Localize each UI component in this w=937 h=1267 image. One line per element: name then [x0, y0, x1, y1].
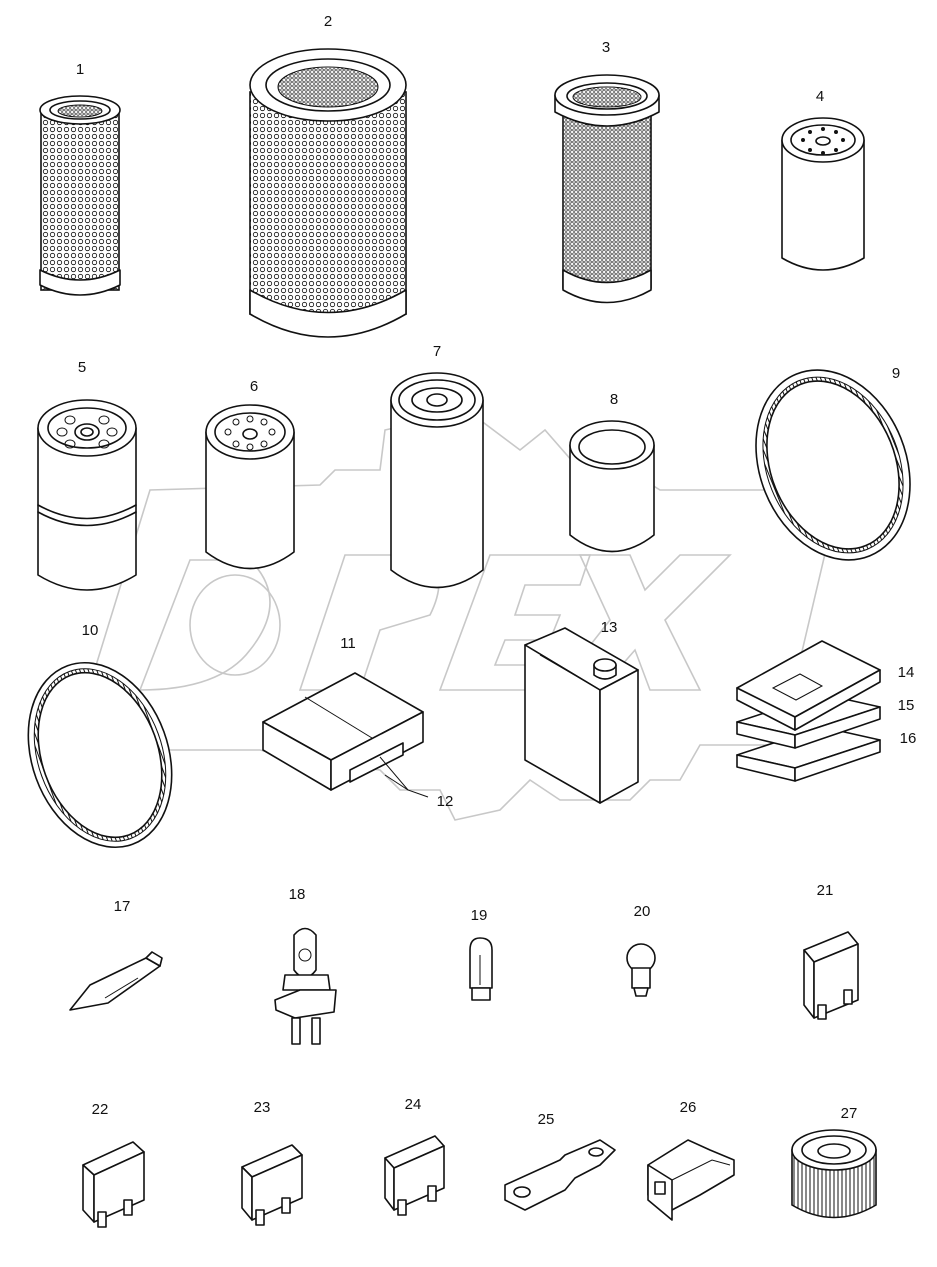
callout-2: 2 — [324, 13, 332, 30]
callout-21: 21 — [817, 882, 834, 899]
part-7-long-filter — [390, 372, 484, 589]
part-21-fuse — [803, 931, 859, 1020]
part-12-label-window — [349, 742, 404, 783]
callout-17: 17 — [114, 898, 131, 915]
part-3-inner-air-filter — [554, 74, 660, 304]
part-14-filter-pad — [736, 640, 881, 731]
callout-7: 7 — [433, 343, 441, 360]
callout-25: 25 — [538, 1111, 555, 1128]
part-9-drive-belt — [755, 369, 911, 561]
part-17-festoon-bulb — [69, 951, 163, 1011]
callout-27: 27 — [841, 1105, 858, 1122]
part-4-spin-on-filter — [781, 117, 865, 271]
part-23-fuse — [241, 1144, 303, 1226]
callout-22: 22 — [92, 1101, 109, 1118]
callout-18: 18 — [289, 886, 306, 903]
part-19-wedge-bulb — [469, 937, 493, 1001]
part-24-fuse — [384, 1135, 445, 1216]
callout-23: 23 — [254, 1099, 271, 1116]
callout-9: 9 — [892, 365, 900, 382]
part-18-headlamp-bulb — [274, 927, 337, 1045]
callout-1: 1 — [76, 61, 84, 78]
part-6-fuel-filter — [205, 404, 295, 570]
part-10-drive-belt — [27, 661, 173, 849]
part-27-filter-element — [791, 1129, 877, 1219]
part-25-fuse-link — [504, 1139, 616, 1211]
part-2-air-filter — [249, 48, 407, 338]
part-8-filter-element — [569, 420, 655, 553]
callout-19: 19 — [471, 907, 488, 924]
callout-8: 8 — [610, 391, 618, 408]
callout-15: 15 — [898, 697, 915, 714]
callout-24: 24 — [405, 1096, 422, 1113]
part-5-oil-filter — [37, 399, 137, 591]
callout-4: 4 — [816, 88, 824, 105]
callout-3: 3 — [602, 39, 610, 56]
part-22-fuse — [82, 1141, 145, 1228]
callout-11: 11 — [340, 635, 356, 652]
callout-26: 26 — [680, 1099, 697, 1116]
callout-16: 16 — [900, 730, 917, 747]
part-26-fuse-holder — [647, 1139, 735, 1221]
part-11-fuse-kit-box — [262, 672, 424, 791]
part-13-fluid-canister — [524, 627, 639, 804]
callout-14: 14 — [898, 664, 915, 681]
callout-12: 12 — [437, 793, 454, 810]
callout-5: 5 — [78, 359, 86, 376]
part-1-hydraulic-filter — [39, 95, 121, 296]
callout-6: 6 — [250, 378, 258, 395]
part-16-filter-pad — [736, 726, 881, 782]
callout-20: 20 — [634, 903, 651, 920]
callout-10: 10 — [82, 622, 99, 639]
part-20-bayonet-bulb — [626, 943, 656, 997]
callout-13: 13 — [601, 619, 618, 636]
